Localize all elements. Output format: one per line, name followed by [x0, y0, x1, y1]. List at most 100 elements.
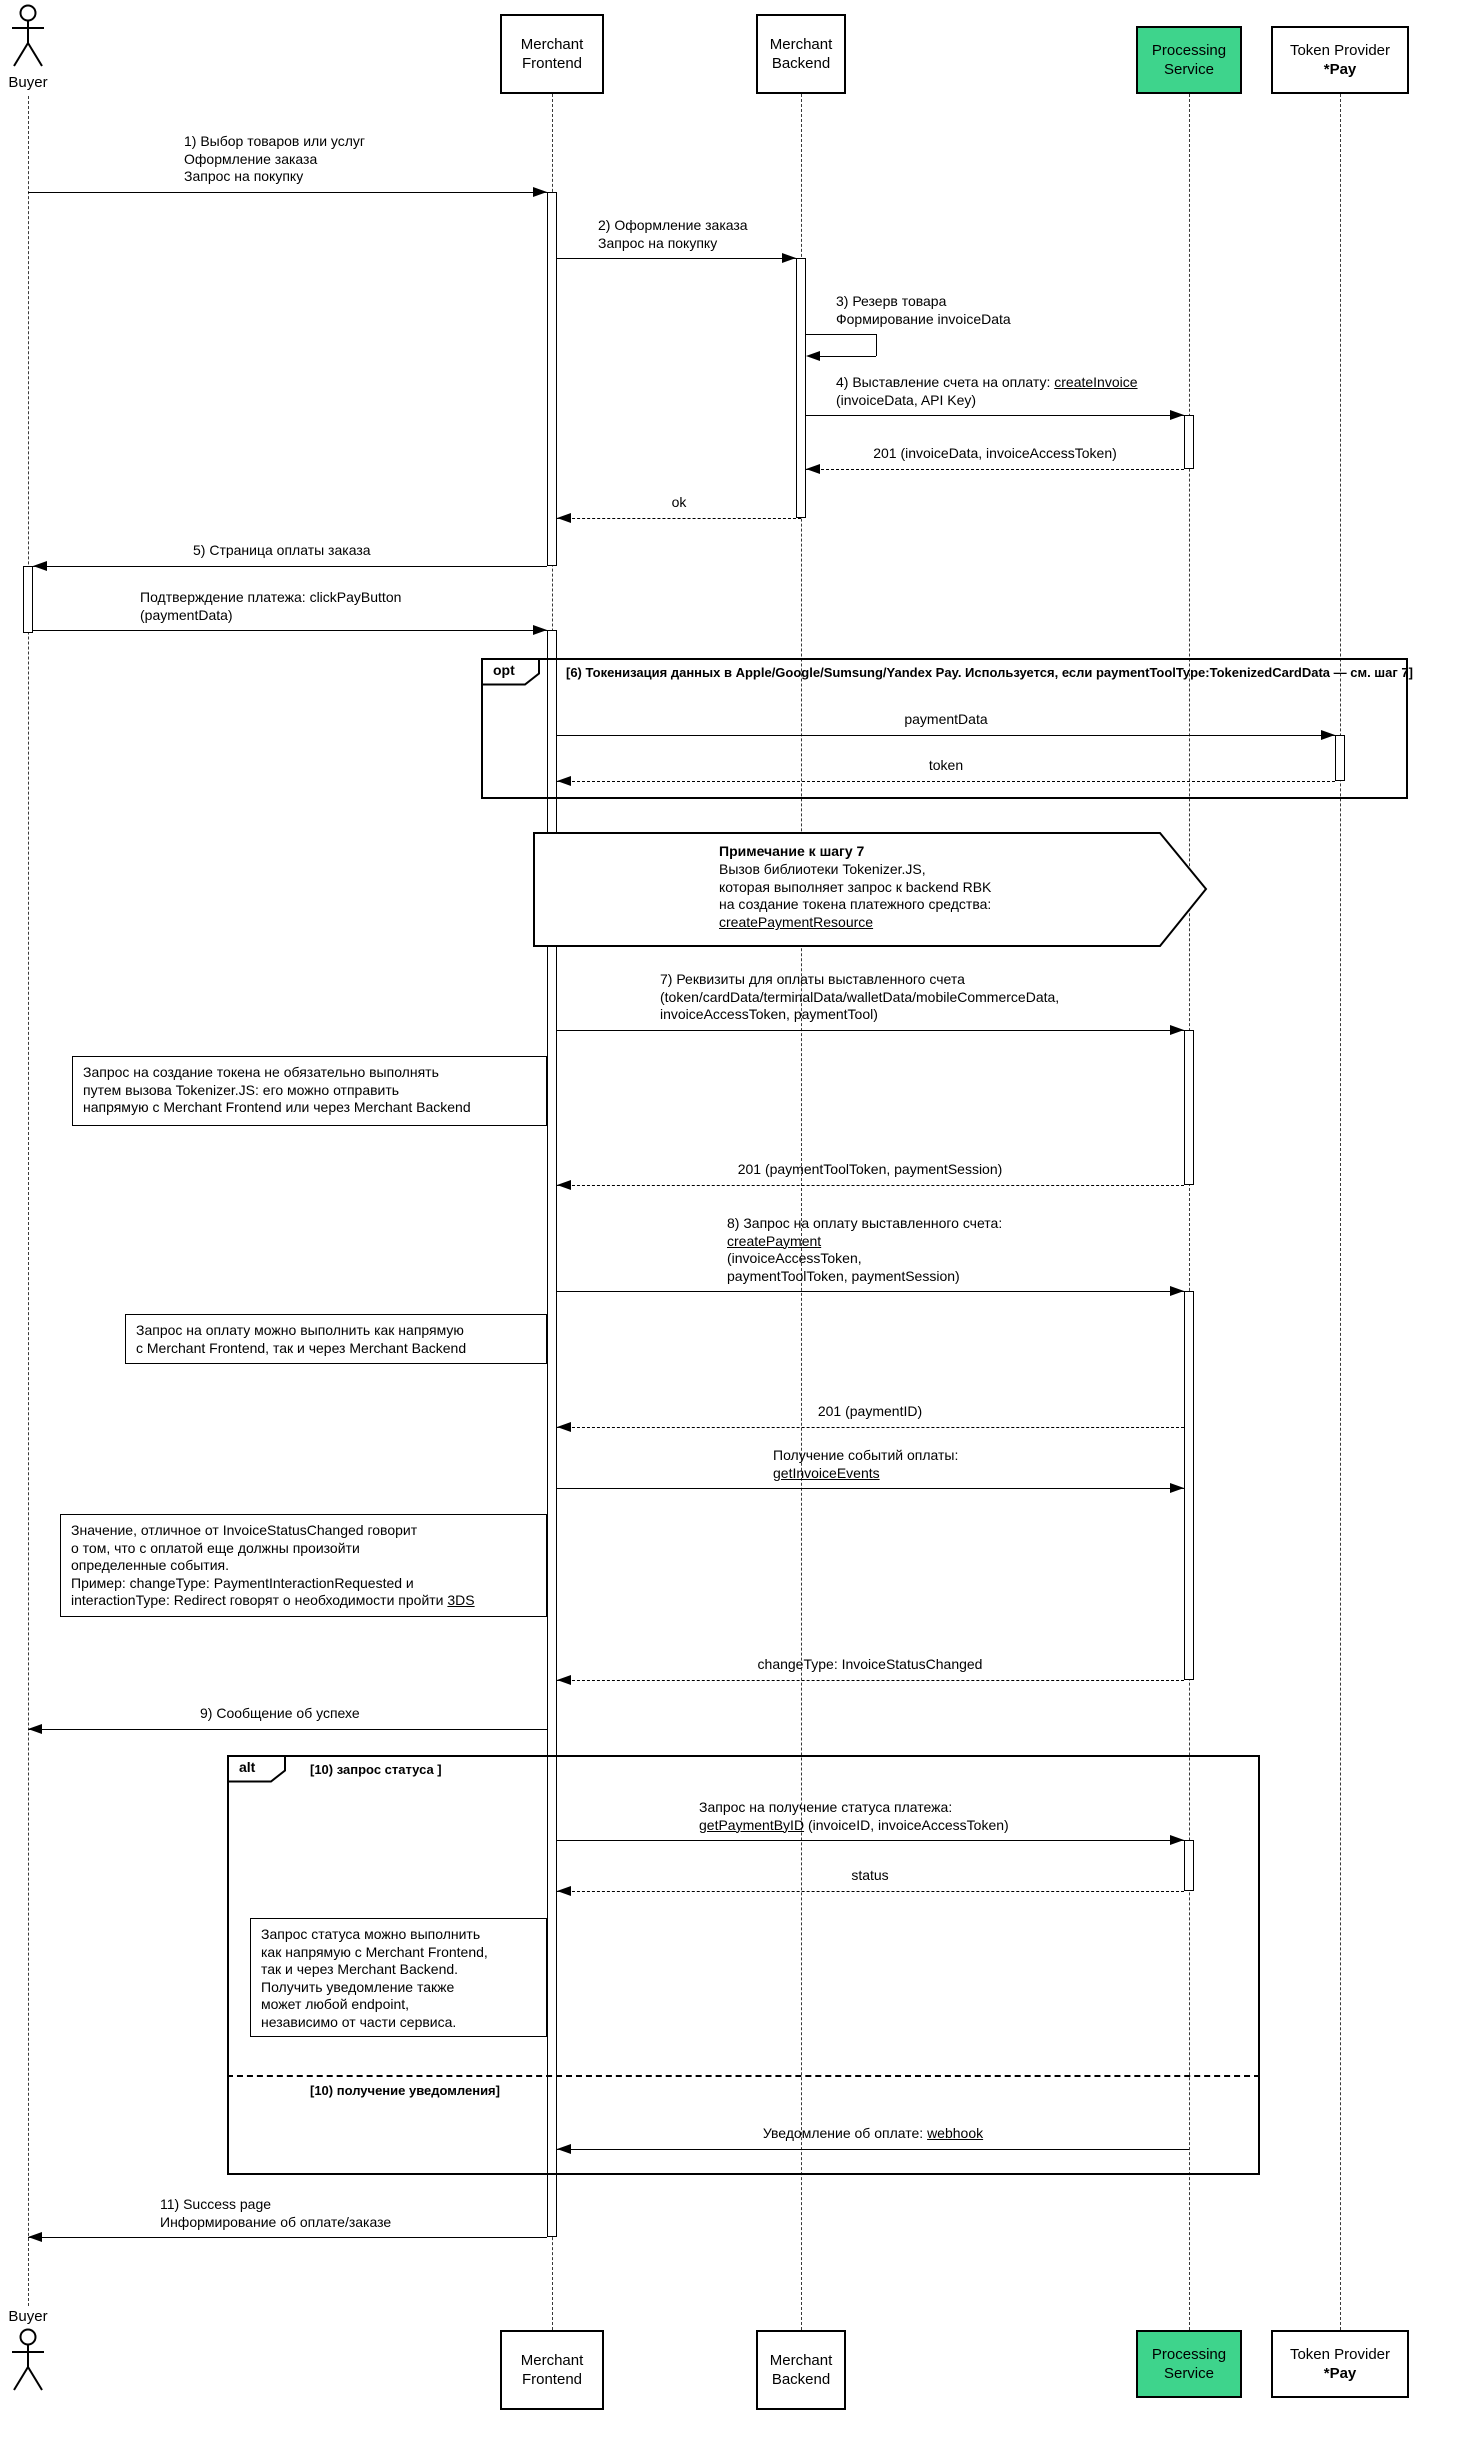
createpaymentresource-link[interactable]: createPaymentResource: [719, 914, 874, 931]
getpaymentbyid-link[interactable]: getPaymentByID: [699, 1816, 805, 1833]
message-label-paymentdata: paymentData: [904, 711, 988, 727]
message-label-5: 201 (invoiceData, invoiceAccessToken): [873, 445, 1117, 461]
arrowhead-getinvoiceevents: [1170, 1483, 1184, 1493]
webhook-link[interactable]: webhook: [927, 2125, 984, 2141]
message-line-changetype: [557, 1680, 1184, 1681]
message-line-status: [557, 1891, 1184, 1892]
alt-divider-label: [10) получение уведомления]: [310, 2083, 500, 2098]
participant-label: Processing Service: [1151, 2345, 1227, 2383]
participant-label: Token Provider*Pay: [1289, 41, 1391, 79]
message-label-step7: 7) Реквизиты для оплаты выставленного сч…: [660, 971, 1060, 1022]
getpaymentbyid-args: (invoiceID, invoiceAccessToken): [804, 1816, 1009, 1833]
participant-label: Merchant Frontend: [520, 2351, 584, 2389]
message-label-7: 5) Страница оплаты заказа: [193, 542, 371, 558]
opt-guard: [6) Токенизация данных в Apple/Google/Su…: [566, 665, 1413, 680]
message-label-6: ok: [671, 494, 687, 510]
message-label-changetype: changeType: InvoiceStatusChanged: [757, 1656, 983, 1672]
note-banner-step7-shape: [533, 832, 1208, 947]
arrowhead-4: [1170, 410, 1184, 420]
message-line-8: [33, 630, 547, 631]
arrowhead-8: [533, 625, 547, 635]
opt-label: opt: [493, 662, 515, 678]
note-banner-title: Примечание к шагу 7: [719, 843, 865, 859]
message-line-5: [806, 469, 1184, 470]
arrowhead-changetype: [557, 1675, 571, 1685]
createinvoice-link[interactable]: createInvoice: [1054, 374, 1138, 390]
arrowhead-createpayment: [1170, 1286, 1184, 1296]
participant-label: Merchant Frontend: [520, 35, 584, 73]
activation-frontend-2: [547, 630, 557, 2237]
arrowhead-5: [806, 464, 820, 474]
lifeline-buyer: [28, 96, 29, 2306]
actor-buyer-bottom-label: Buyer: [8, 2308, 48, 2325]
message-label-3: 3) Резерв товара Формирование invoiceDat…: [836, 293, 1011, 327]
arrowhead-success: [28, 1724, 42, 1734]
arrowhead-step7: [1170, 1025, 1184, 1035]
message-line-paymentid: [557, 1427, 1184, 1428]
3ds-link[interactable]: 3DS: [447, 1592, 475, 1608]
participant-label: Merchant Backend: [769, 35, 833, 73]
participant-processing-service-top: Processing Service: [1136, 26, 1242, 94]
participant-processing-service-bottom: Processing Service: [1136, 2330, 1242, 2398]
message-line-webhook: [557, 2149, 1189, 2150]
participant-merchant-frontend-top: Merchant Frontend: [500, 14, 604, 94]
message-label-success: 9) Сообщение об успехе: [200, 1705, 360, 1721]
message-label-paymentid: 201 (paymentID): [817, 1403, 923, 1419]
getinvoiceevents-text: Получение событий оплаты:: [773, 1447, 959, 1463]
note-token-creation: Запрос на создание токена не обязательно…: [72, 1056, 547, 1126]
lifeline-processing-service: [1189, 94, 1190, 2330]
createpayment-text: 8) Запрос на оплату выставленного счета:: [727, 1215, 1003, 1231]
createpayment-args: (invoiceAccessToken, paymentToolToken, p…: [727, 1250, 960, 1284]
message-line-token: [557, 781, 1335, 782]
activation-processing-1: [1184, 415, 1194, 469]
participant-merchant-backend-top: Merchant Backend: [756, 14, 846, 94]
message-label-webhook: Уведомление об оплате: webhook: [763, 2125, 983, 2143]
arrowhead-7: [33, 561, 47, 571]
alt-pentagon-icon: [227, 1755, 286, 1783]
fragment-opt: [481, 658, 1408, 799]
arrowhead-getpaymentbyid: [1170, 1835, 1184, 1845]
note-banner-body: Вызов библиотеки Tokenizer.JS, которая в…: [719, 860, 992, 913]
message-line-paymentdata: [557, 735, 1335, 736]
opt-pentagon-icon: [481, 658, 540, 686]
activation-backend: [796, 258, 806, 518]
getpaymentbyid-text: Запрос на получение статуса платежа:: [699, 1799, 953, 1815]
webhook-text: Уведомление об оплате:: [762, 2125, 928, 2141]
message-line-4: [806, 415, 1184, 416]
lifeline-merchant-backend: [801, 94, 802, 2330]
message-4-args: (invoiceData, API Key): [836, 391, 977, 408]
actor-buyer-top-label: Buyer: [8, 74, 48, 91]
alt-fragment-tag: alt: [227, 1755, 287, 1783]
message-line-successpage: [28, 2237, 547, 2238]
arrowhead-status: [557, 1886, 571, 1896]
message-line-getpaymentbyid: [557, 1840, 1184, 1841]
getinvoiceevents-link[interactable]: getInvoiceEvents: [773, 1464, 880, 1481]
arrowhead-paymentid: [557, 1422, 571, 1432]
note-invoice-events: Значение, отличное от InvoiceStatusChang…: [60, 1514, 547, 1617]
message-label-1: 1) Выбор товаров или услуг Оформление за…: [184, 133, 366, 184]
self-message-bottom: [820, 356, 876, 357]
createpayment-link[interactable]: createPayment: [727, 1232, 822, 1249]
fragment-alt: [227, 1755, 1260, 2175]
message-line-success: [28, 1729, 547, 1730]
activation-processing-3: [1184, 1291, 1194, 1680]
arrowhead-successpage: [28, 2232, 42, 2242]
message-line-1: [28, 192, 547, 193]
self-message-side: [876, 334, 877, 356]
message-line-7: [33, 566, 547, 567]
note-invoice-events-text: Значение, отличное от InvoiceStatusChang…: [71, 1522, 444, 1608]
message-label-getpaymentbyid: Запрос на получение статуса платежа: get…: [699, 1799, 1009, 1834]
alt-guard: [10) запрос статуса ]: [310, 1762, 442, 1777]
message-label-getinvoiceevents: Получение событий оплаты: getInvoiceEven…: [773, 1447, 958, 1482]
message-label-createpayment: 8) Запрос на оплату выставленного счета:…: [727, 1215, 1002, 1285]
activation-processing-4: [1184, 1840, 1194, 1891]
arrowhead-2: [782, 253, 796, 263]
message-line-2: [557, 258, 796, 259]
message-label-8: Подтверждение платежа: clickPayButton (p…: [140, 589, 402, 623]
participant-label: Merchant Backend: [769, 2351, 833, 2389]
note-status-request: Запрос статуса можно выполнить как напря…: [250, 1918, 547, 2037]
alt-divider: [227, 2075, 1260, 2077]
arrowhead-webhook: [557, 2144, 571, 2154]
